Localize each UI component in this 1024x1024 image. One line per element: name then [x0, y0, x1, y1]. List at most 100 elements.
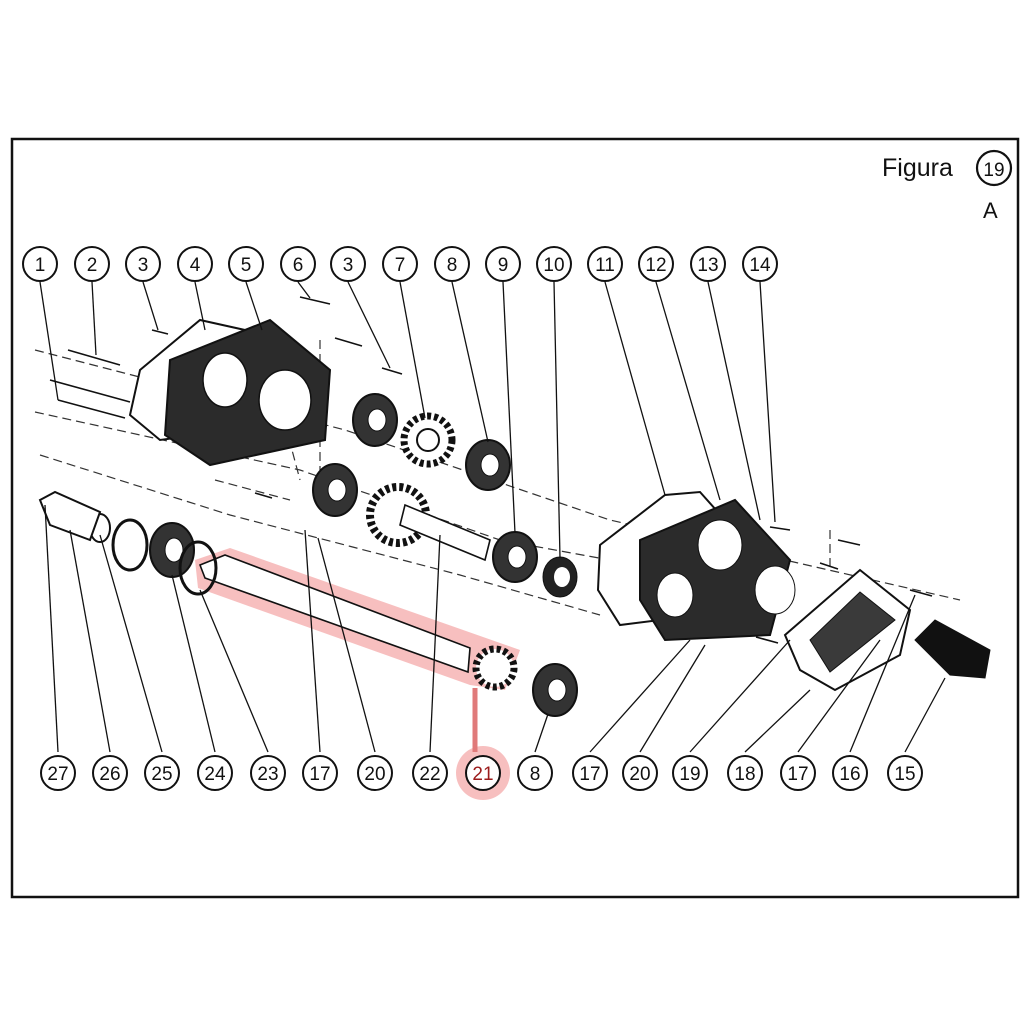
callout-circle — [357, 755, 393, 791]
callout-10: 10 — [536, 246, 572, 282]
callout-9: 9 — [485, 246, 521, 282]
callout-number: 17 — [309, 764, 330, 785]
callout-circle — [727, 755, 763, 791]
callout-circle — [690, 246, 726, 282]
callout-8: 8 — [517, 755, 553, 791]
callout-circle — [622, 755, 658, 791]
callout-circle — [536, 246, 572, 282]
callout-7: 7 — [382, 246, 418, 282]
callout-number: 21 — [472, 764, 493, 785]
bearing-mid-left — [312, 463, 358, 517]
gear-22 — [366, 483, 491, 562]
callout-circle — [125, 246, 161, 282]
callout-20: 20 — [622, 755, 658, 791]
bearing-9 — [492, 531, 538, 583]
callout-circle — [434, 246, 470, 282]
long-studs — [49, 349, 131, 419]
callout-number: 26 — [99, 764, 120, 785]
callout-circle — [517, 755, 553, 791]
callout-number: 13 — [697, 255, 718, 276]
callout-number: 9 — [498, 255, 509, 276]
callout-27: 27 — [40, 755, 76, 791]
left-gear-housing — [128, 318, 332, 467]
callout-14: 14 — [742, 246, 778, 282]
callout-circle — [780, 755, 816, 791]
leader-lines — [39, 281, 946, 753]
callout-circle — [832, 755, 868, 791]
callout-number: 4 — [190, 255, 201, 276]
callout-number: 10 — [543, 255, 564, 276]
callout-circle — [228, 246, 264, 282]
callout-circle — [887, 755, 923, 791]
callout-number: 14 — [749, 255, 771, 276]
callout-number: 24 — [204, 764, 226, 785]
callout-circle — [144, 755, 180, 791]
figure-sub-label: A — [983, 198, 998, 223]
callout-circle — [412, 755, 448, 791]
callout-15: 15 — [887, 755, 923, 791]
callout-22: 22 — [412, 755, 448, 791]
callout-number: 7 — [395, 255, 406, 276]
callout-18: 18 — [727, 755, 763, 791]
callout-circle — [40, 755, 76, 791]
callout-21: 21 — [465, 755, 501, 791]
callout-circle — [572, 755, 608, 791]
right-gear-housing — [596, 490, 796, 642]
callout-number: 3 — [343, 255, 354, 276]
oil-seal-10 — [542, 556, 578, 598]
callout-number: 20 — [364, 764, 385, 785]
callout-11: 11 — [587, 246, 623, 282]
callout-circle — [465, 755, 501, 791]
callout-17: 17 — [780, 755, 816, 791]
callout-number: 22 — [419, 764, 440, 785]
callout-6: 6 — [280, 246, 316, 282]
bearings — [149, 393, 578, 717]
housing-cover-18 — [783, 568, 912, 692]
callout-number: 17 — [787, 764, 808, 785]
callout-2: 2 — [74, 246, 110, 282]
callout-number: 3 — [138, 255, 149, 276]
callout-number: 23 — [257, 764, 278, 785]
callout-number: 2 — [87, 255, 98, 276]
callout-circle — [250, 755, 286, 791]
callout-number: 11 — [595, 255, 615, 276]
bearing-24 — [149, 522, 195, 578]
callout-number: 17 — [579, 764, 600, 785]
callout-23: 23 — [250, 755, 286, 791]
callout-number: 25 — [151, 764, 172, 785]
callout-19: 19 — [672, 755, 708, 791]
callout-number: 1 — [35, 255, 46, 276]
figure-number-circle — [975, 149, 1013, 187]
bearing-bottom-8 — [532, 663, 578, 717]
callout-circle — [74, 246, 110, 282]
callout-circle — [382, 246, 418, 282]
callout-number: 16 — [839, 764, 860, 785]
callout-circle — [672, 755, 708, 791]
callout-circle — [197, 755, 233, 791]
callout-number: 27 — [47, 764, 68, 785]
callout-8: 8 — [434, 246, 470, 282]
callout-20: 20 — [357, 755, 393, 791]
cap-15 — [914, 619, 991, 679]
callout-12: 12 — [638, 246, 674, 282]
figure-number: 19 — [983, 160, 1004, 181]
callout-16: 16 — [832, 755, 868, 791]
bottom-callout-row: 27 26 25 24 23 17 20 22 21 8 17 20 19 18 17 16 15 — [40, 755, 923, 791]
gear-7 — [400, 412, 456, 468]
bearing-top-left — [352, 393, 398, 447]
callout-1: 1 — [22, 246, 58, 282]
callout-number: 12 — [645, 255, 666, 276]
callout-circle — [330, 246, 366, 282]
callout-17: 17 — [572, 755, 608, 791]
callout-circle — [742, 246, 778, 282]
callout-5: 5 — [228, 246, 264, 282]
snap-rings — [38, 490, 218, 596]
callout-circle — [280, 246, 316, 282]
callout-24: 24 — [197, 755, 233, 791]
callout-26: 26 — [92, 755, 128, 791]
callout-number: 18 — [734, 764, 755, 785]
callout-number: 19 — [679, 764, 700, 785]
callout-number: 15 — [894, 764, 915, 785]
callout-number: 8 — [447, 255, 458, 276]
